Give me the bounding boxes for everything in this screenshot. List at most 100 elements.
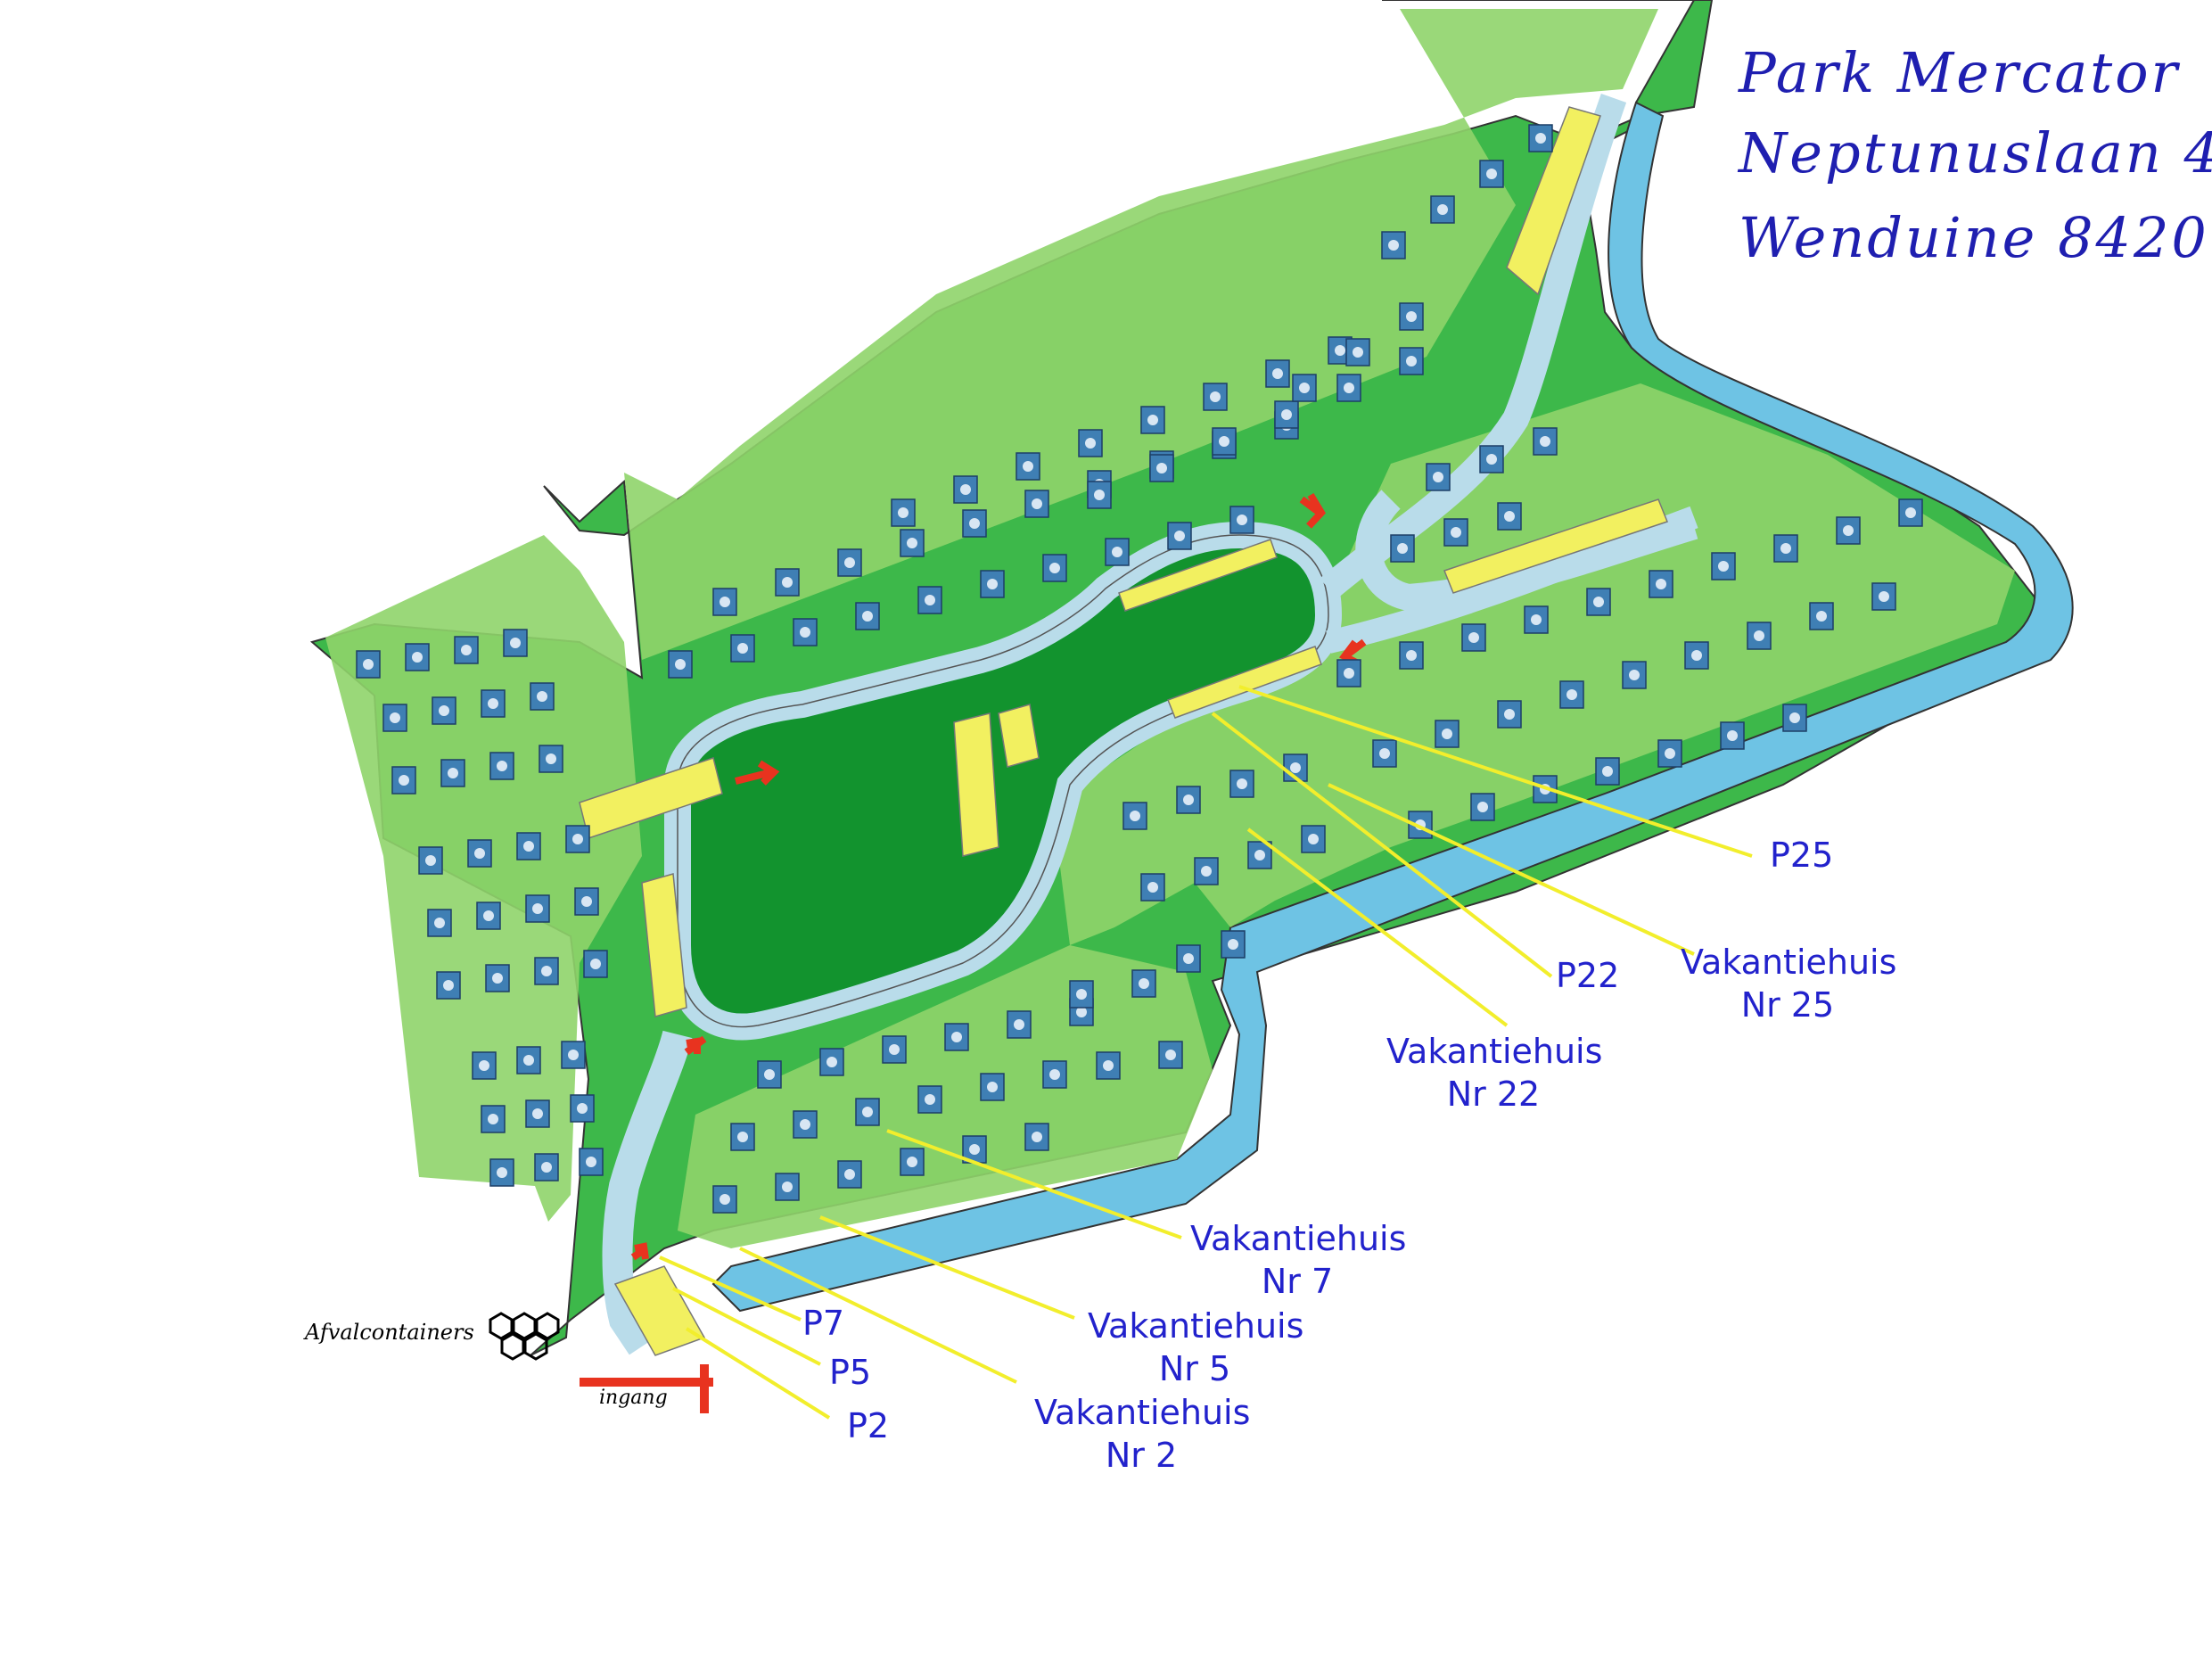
arrow-1 (735, 760, 780, 786)
waste-containers-label: Afvalcontainers (305, 1320, 474, 1345)
house-number-badge (425, 855, 436, 866)
label-vh25-nr: Nr 25 (1740, 985, 1835, 1025)
house-number-badge (412, 652, 423, 663)
leader-p25 (1238, 685, 1753, 858)
house-number-badge (1014, 1019, 1024, 1030)
parking-center-west (953, 712, 999, 857)
house-number-badge (1254, 850, 1265, 860)
house (472, 1051, 497, 1080)
house-number-badge (1905, 507, 1916, 518)
house (1782, 704, 1807, 732)
house-number-badge (1139, 978, 1149, 989)
leader-p22 (1211, 712, 1553, 978)
house-number-badge (720, 1194, 730, 1205)
house-number-badge (1843, 525, 1854, 536)
house-number-badge (782, 1182, 793, 1192)
house-number-badge (1353, 347, 1363, 358)
house-number-badge (1290, 762, 1301, 773)
parking-areas (579, 106, 1668, 1356)
arrow-4 (684, 1035, 707, 1056)
house-number-badge (1103, 1060, 1114, 1071)
house-number-badge (1165, 1050, 1176, 1060)
title-street: Neptunuslaan 4 (1739, 120, 2212, 185)
house (793, 1110, 818, 1139)
house (1292, 374, 1317, 402)
house-number-badge (800, 1119, 810, 1130)
house-number-badge (492, 973, 503, 984)
house-number-badge (960, 484, 971, 495)
house-number-badge (1718, 561, 1729, 572)
label-vakantiehuis-25: Vakantiehuis Nr 25 (1681, 941, 1897, 1026)
house-number-badge (675, 659, 686, 670)
house (574, 887, 599, 916)
house-number-badge (510, 638, 521, 648)
house-number-badge (1780, 543, 1791, 554)
label-vakantiehuis-2: Vakantiehuis Nr 2 (1034, 1391, 1250, 1477)
label-p7: P7 (802, 1304, 845, 1343)
house (1087, 481, 1112, 509)
label-vh22-text: Vakantiehuis (1386, 1032, 1603, 1071)
parking-west-vertical (641, 873, 687, 1017)
house (1372, 739, 1397, 768)
house-number-badge (1754, 630, 1764, 641)
house-number-badge (987, 579, 998, 589)
label-vh5-text: Vakantiehuis (1088, 1306, 1304, 1346)
house (1221, 930, 1246, 959)
house (882, 1035, 907, 1064)
label-p5: P5 (829, 1353, 872, 1392)
house-number-badge (497, 761, 507, 771)
house-number-badge (479, 1060, 489, 1071)
parking-east (1443, 498, 1668, 594)
house-number-badge (1388, 240, 1399, 251)
house-number-badge (537, 691, 547, 702)
leader-vh25 (1328, 783, 1695, 956)
house-number-badge (1504, 709, 1515, 720)
house-number-badge (1531, 614, 1542, 625)
house-number-badge (488, 698, 498, 709)
house-number-badge (1147, 882, 1158, 893)
house-number-badge (1076, 989, 1087, 1000)
house-number-badge (532, 903, 543, 914)
leader-p7 (659, 1256, 802, 1322)
house-number-badge (925, 1094, 935, 1105)
house-number-badge (1049, 1069, 1060, 1080)
house-number-badge (951, 1032, 962, 1042)
label-vh2-nr: Nr 2 (1105, 1436, 1178, 1475)
house-number-badge (1130, 811, 1140, 821)
label-vh25-text: Vakantiehuis (1681, 943, 1897, 982)
house-number-badge (1691, 650, 1702, 661)
label-p25: P25 (1770, 836, 1834, 875)
houses (356, 124, 1923, 1214)
house (1212, 427, 1237, 456)
house-number-badge (826, 1057, 837, 1067)
house-number-badge (1602, 766, 1613, 777)
house-number-badge (1344, 668, 1354, 679)
house-number-badge (1656, 579, 1666, 589)
title-town: Wenduine 8420 (1739, 205, 2209, 270)
house-number-badge (577, 1103, 588, 1114)
leader-vh22 (1246, 828, 1509, 1027)
arrow-5 (630, 1242, 649, 1261)
house-number-badge (1299, 383, 1310, 393)
house (1336, 659, 1361, 688)
house-number-badge (1201, 866, 1212, 877)
house-number-badge (590, 959, 601, 969)
house-number-badge (541, 966, 552, 976)
house-number-badge (1183, 795, 1194, 805)
house-number-badge (782, 577, 793, 588)
house-number-badge (737, 643, 748, 654)
house-number-badge (474, 848, 485, 859)
leader-p2 (685, 1327, 831, 1420)
house-number-badge (1477, 802, 1488, 812)
house-number-badge (737, 1132, 748, 1142)
house-number-badge (1237, 778, 1247, 789)
parking-center-north (1118, 539, 1278, 612)
house-number-badge (907, 1157, 917, 1167)
house-number-badge (1727, 730, 1738, 741)
house-number-badge (969, 1144, 980, 1155)
house-number-badge (800, 627, 810, 638)
house-number-badge (1032, 1132, 1042, 1142)
label-vh7-text: Vakantiehuis (1190, 1219, 1407, 1258)
house-number-badge (1272, 368, 1283, 379)
house-number-badge (844, 557, 855, 568)
